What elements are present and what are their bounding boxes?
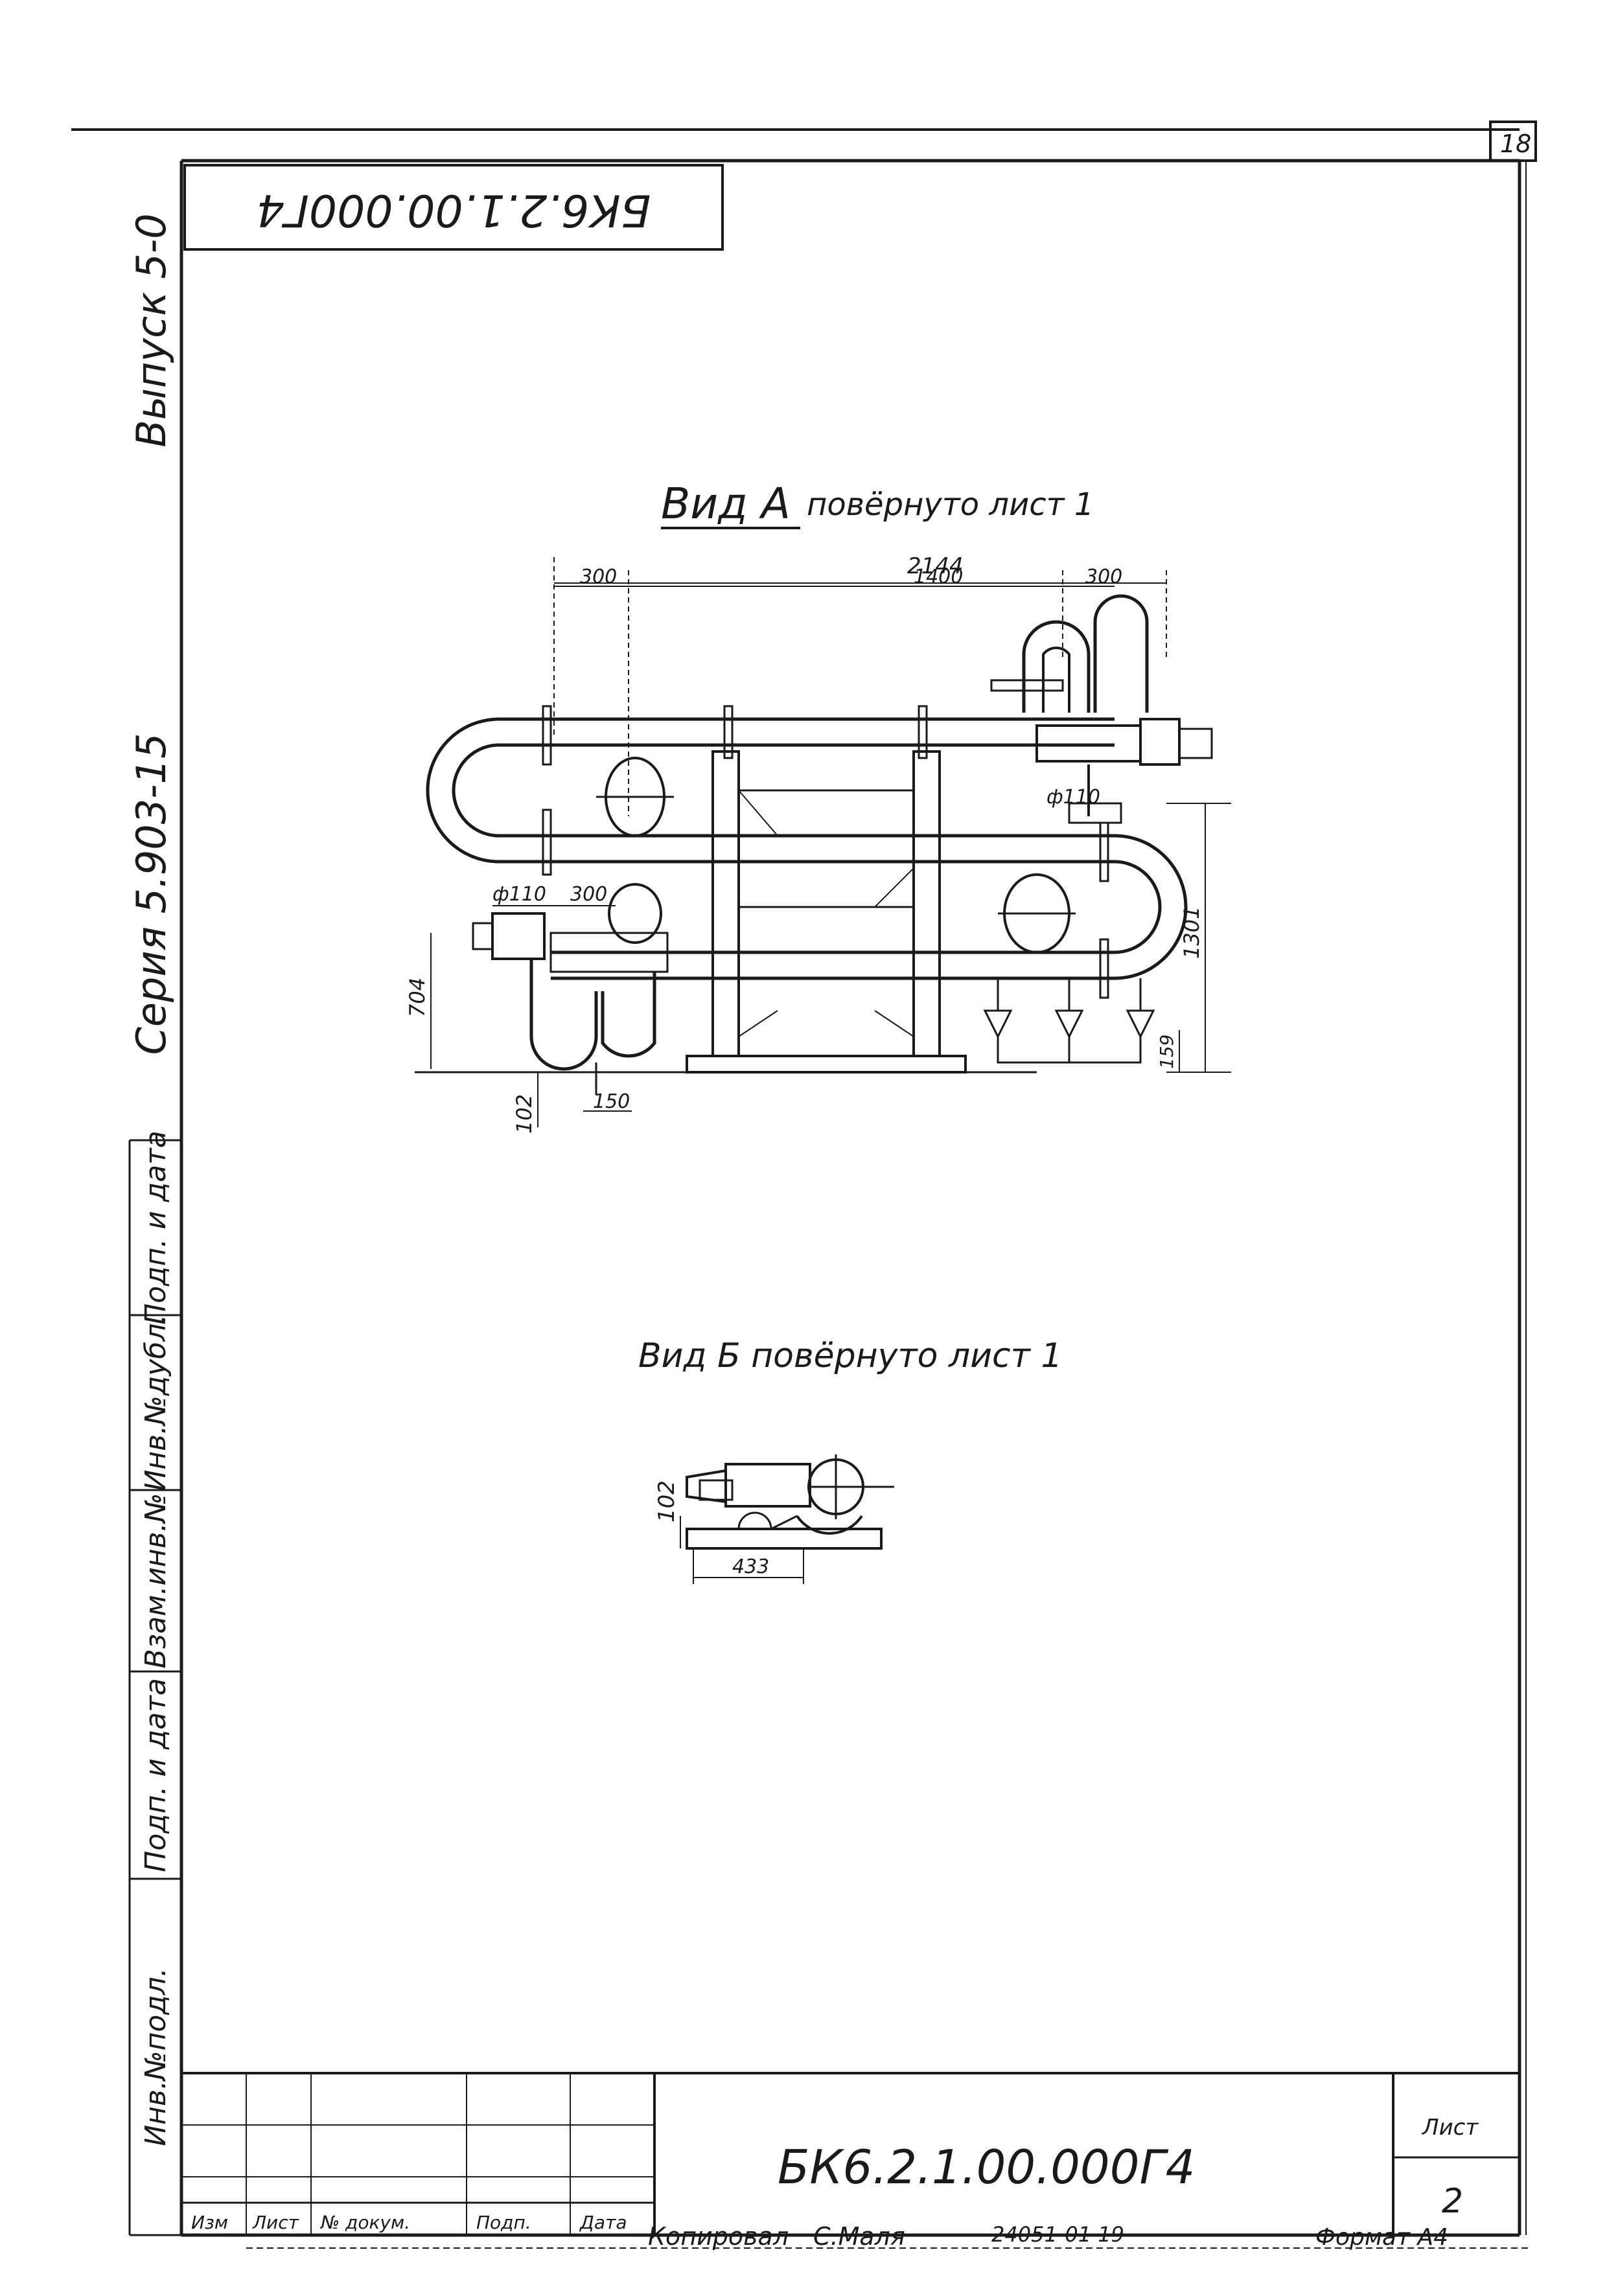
footer-format: Формат А4 (1315, 2224, 1448, 2251)
view-a: Вид А повёрнуто лист 1 2144 300 1400 300 (405, 479, 1231, 1134)
dim-overall: 2144 (907, 553, 964, 579)
upper-pipe (426, 717, 1115, 864)
corner-sheet-number: 18 (1500, 130, 1531, 158)
col-header-izm: Изм (191, 2212, 228, 2233)
left-lower-assembly (472, 912, 669, 1095)
col-header-list: Лист (252, 2212, 299, 2233)
col-header-sign: Подп. (476, 2212, 531, 2233)
view-b: Вид Б повёрнуто лист 1 102 433 (638, 1337, 1063, 1584)
view-b-dim-height: 102 (654, 1480, 680, 1522)
separator-left (596, 757, 674, 944)
view-b-dim-width: 433 (732, 1556, 769, 1578)
dim-right: 300 (1085, 566, 1122, 588)
drain-valves (983, 978, 1155, 1064)
dim-bottom-left: 102 (512, 1094, 537, 1134)
dim-middle: 1400 (914, 566, 963, 588)
col-header-doc: № докум. (319, 2212, 410, 2233)
strip-label-2: Подп. и дата (139, 1678, 172, 1872)
left-strip: Инв.№подл. Подп. и дата Взам.инв.№ Инв.№… (128, 1131, 181, 2236)
dim-bottom-mid: 150 (593, 1090, 630, 1113)
dim-offset: 300 (570, 883, 607, 906)
dim-pipe-dia-left: ф110 (492, 883, 546, 906)
support-frame (415, 750, 1037, 1073)
strip-label-1: Инв.№подл. (139, 1968, 172, 2146)
dim-pipe-dia-right: ф110 (1046, 786, 1100, 809)
view-a-title-rest: повёрнуто лист 1 (807, 487, 1094, 523)
top-right-assembly (990, 594, 1213, 824)
strip-label-3: Взам.инв.№ (139, 1493, 172, 1669)
lower-pipe (551, 950, 1115, 980)
title-block-code: БК6.2.1.00.000Г4 (778, 2140, 1195, 2194)
separator-right (998, 873, 1076, 954)
footer-order: 24051-01 19 (991, 2222, 1124, 2247)
col-header-date: Дата (579, 2212, 627, 2233)
strip-label-5: Подп. и дата (139, 1131, 172, 1325)
sheet-border: 18 (71, 121, 1537, 2237)
sheet-value: 2 (1442, 2182, 1463, 2221)
vypusk-label: Выпуск 5-0 (128, 213, 175, 447)
strip-label-4: Инв.№дубл. (139, 1314, 172, 1491)
middle-pipe (499, 834, 1188, 980)
sheet-label: Лист (1421, 2115, 1479, 2141)
rotated-code-text: БК6.2.1.00.000Г4 (257, 184, 651, 235)
footer-copied: Копировал (648, 2222, 789, 2251)
view-a-title-big: Вид А (661, 479, 791, 529)
rotated-code-box: БК6.2.1.00.000Г4 (183, 164, 724, 251)
side-labels: Выпуск 5-0 Серия 5.903-15 (128, 213, 175, 1055)
view-b-title: Вид Б повёрнуто лист 1 (638, 1337, 1063, 1375)
dim-height-right: 1301 (1179, 906, 1204, 959)
footer: Копировал С.Маля 24051-01 19 Формат А4 (246, 2222, 1529, 2251)
dim-bottom-right: 159 (1156, 1035, 1177, 1069)
pipe-flanges (542, 705, 1109, 999)
dim-height-left: 704 (405, 978, 430, 1017)
title-block: Изм Лист № докум. Подп. Дата БК6.2.1.00.… (181, 2072, 1520, 2235)
seriya-label: Серия 5.903-15 (128, 733, 175, 1055)
footer-signature: С.Маля (813, 2222, 905, 2251)
dim-left: 300 (580, 566, 617, 588)
